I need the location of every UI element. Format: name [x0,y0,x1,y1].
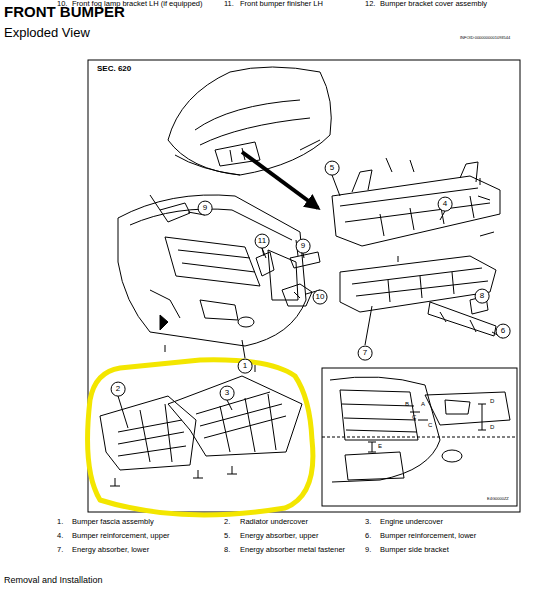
drawing-stroke [178,250,255,272]
label-text: 11. [224,0,234,8]
label-text: Removal and Installation [4,576,103,586]
drawing-stroke [428,302,496,336]
drawing-stroke [195,100,310,145]
label-text: Front bumper finisher LH [240,0,323,8]
callout-number: 10 [313,290,328,305]
drawing-stroke [165,178,480,372]
drawing-stroke [352,268,488,296]
label-text: D [490,398,494,405]
drawing-stroke [282,284,312,306]
drawing-stroke [150,290,238,320]
drawing-stroke [442,450,462,462]
drawing-stroke [388,272,454,302]
drawing-stroke [322,368,517,506]
drawing-stroke [238,317,254,327]
label-text: Energy absorber, upper [240,532,318,540]
drawing-stroke [100,396,196,470]
drawing-stroke [88,360,313,515]
callout-number: 9 [296,239,311,254]
drawing-stroke [410,412,428,420]
label-text: 4. [57,532,63,540]
label-text: Bumper fascia assembly [72,518,154,526]
label-text: Bumper side bracket [380,546,449,554]
callout-number: 5 [325,161,340,176]
drawing-stroke [330,377,440,482]
drawing-stroke [386,158,494,236]
callout-number: 7 [358,346,373,361]
callout-number: 6 [496,324,511,339]
drawing-stroke [196,392,286,452]
drawing-stroke [352,162,478,192]
drawing-stroke [118,195,306,346]
label-text: 2. [224,518,230,526]
drawing-stroke [340,188,490,222]
callout-number: 8 [475,289,490,304]
label-text: 9. [365,546,371,554]
drawing-stroke [380,196,474,236]
label-text: Energy absorber, lower [72,546,149,554]
label-text: Exploded View [4,26,90,40]
label-text: 1. [57,518,63,526]
label-text: 5. [224,532,230,540]
label-text: 7. [57,546,63,554]
label-text: E4G0000ZZ [487,497,509,501]
label-text: INFOID:0000000001093544 [460,36,510,40]
drawing-stroke [340,256,496,312]
drawing-stroke [256,248,274,276]
label-text: 6. [365,532,371,540]
label-text: 8. [224,546,230,554]
callout-number: 1 [238,359,253,374]
callout-number: 2 [111,382,126,397]
drawing-stroke [425,392,510,425]
label-text: 3. [365,518,371,526]
drawing-stroke [340,390,418,440]
callout-number: 11 [255,234,270,249]
drawing-stroke [345,452,404,480]
drawing-stroke [168,376,302,456]
label-text: 10. [57,0,67,8]
drawing-stroke [368,442,376,452]
label-text: C [428,422,432,429]
callout-number: 3 [220,386,235,401]
drawing-stroke [332,176,500,246]
label-text: Bumper reinforcement, upper [72,532,170,540]
label-text: A [421,401,425,408]
label-text: SEC. 620 [97,65,131,74]
label-text: Bumper reinforcement, lower [380,532,476,540]
label-text: Energy absorber metal fastener [240,546,345,554]
label-text: 12. [365,0,375,8]
drawing-stroke [88,60,520,512]
drawing-stroke [160,315,168,330]
drawing-stroke [110,466,237,486]
label-text: Front fog lamp bracket LH (if equipped) [72,0,202,8]
label-text: B [405,401,409,408]
label-text: C [412,414,416,421]
drawing-stroke [478,404,486,430]
label-text: Radiator undercover [240,518,308,526]
drawing-stroke [322,437,517,438]
label-text: Bumper bracket cover assembly [380,0,487,8]
drawing-stroke [118,175,503,428]
label-text: Engine undercover [380,518,443,526]
label-text: E [378,443,382,450]
callout-number: 9 [198,201,213,216]
callout-number: 4 [438,197,453,212]
drawing-stroke [242,152,318,208]
drawing-stroke [165,237,260,286]
label-text: D [490,424,494,431]
